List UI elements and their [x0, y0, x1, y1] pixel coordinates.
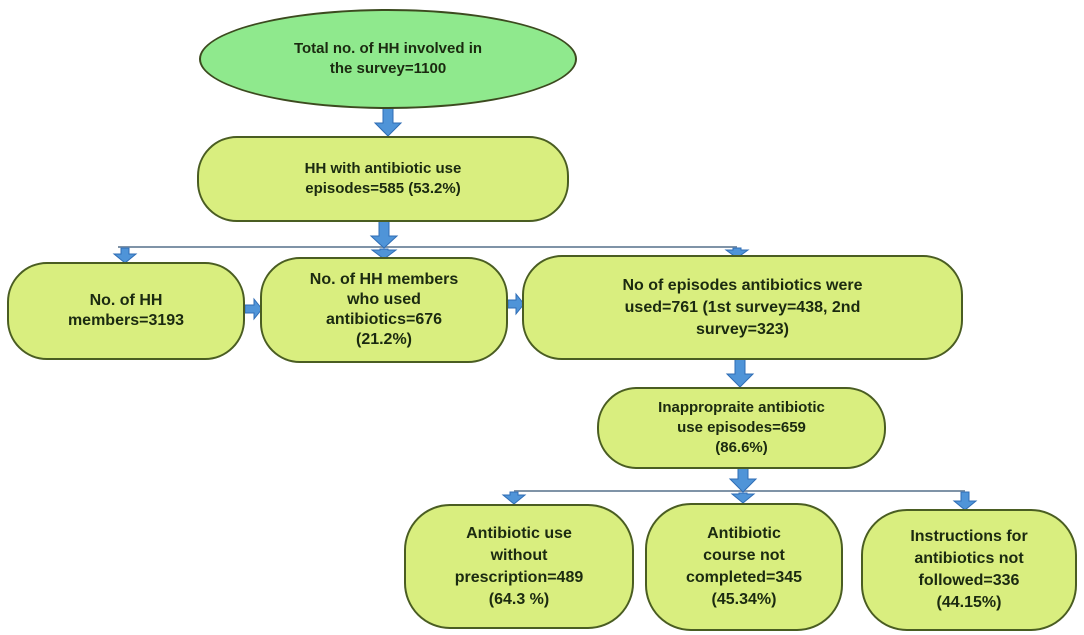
node-course-not-completed: Antibiotic course not completed=345 (45.… — [645, 503, 843, 631]
node-episodes-antibiotics-used: No of episodes antibiotics were used=761… — [522, 255, 963, 360]
arrow-hhabx-to-line-icon — [369, 220, 399, 249]
node-text-line: episodes=585 (53.2%) — [305, 180, 461, 197]
node-text-line: members=3193 — [67, 312, 185, 329]
arrow-episodes-to-inappropriate-icon — [725, 358, 755, 388]
node-hh-members: No. of HH members=3193 — [7, 262, 245, 360]
node-text-line: completed=345 — [685, 569, 803, 586]
arrow-line-to-noprescription-icon — [501, 491, 527, 505]
node-text-line: (45.34%) — [711, 591, 777, 608]
node-text-line: prescription=489 — [454, 568, 584, 586]
arrow-total-to-hhabx-icon — [373, 106, 403, 137]
node-inappropriate-use-episodes: Inappropraite antibiotic use episodes=65… — [597, 387, 886, 469]
arrow-line-to-notfollowed-icon — [952, 491, 978, 511]
node-text-line: without — [490, 546, 548, 564]
node-text-line: No. of HH members — [309, 271, 459, 288]
arrow-line-to-members-used-icon — [370, 248, 398, 260]
node-text-line: Antibiotic — [707, 525, 781, 542]
node-text-line: used=761 (1st survey=438, 2nd — [624, 298, 861, 316]
arrow-line-to-notcompleted-icon — [730, 492, 756, 504]
node-text-line: antibiotics not — [914, 550, 1024, 567]
arrow-used-to-episodes-icon — [507, 292, 525, 316]
node-text-line: Instructions for — [910, 528, 1028, 545]
node-text-line: (86.6%) — [715, 439, 768, 456]
arrow-inappropriate-to-line-icon — [728, 467, 758, 493]
node-total-households: Total no. of HH involved in the survey=1… — [199, 9, 577, 109]
arrow-line-to-members-icon — [112, 247, 138, 264]
node-text-line: who used — [347, 291, 421, 308]
node-text-line: antibiotics=676 — [325, 311, 443, 328]
node-text-line: the survey=1100 — [329, 60, 447, 77]
node-text-line: Antibiotic use — [466, 524, 572, 542]
node-text-line: course not — [703, 547, 785, 564]
node-hh-antibiotic-use: HH with antibiotic use episodes=585 (53.… — [197, 136, 569, 222]
node-text-line: followed=336 — [918, 572, 1020, 589]
node-text-line: (64.3 %) — [488, 590, 550, 608]
node-text-line: No. of HH — [89, 292, 163, 309]
node-text-line: No of episodes antibiotics were — [622, 276, 863, 294]
node-instructions-not-followed: Instructions for antibiotics not followe… — [861, 509, 1077, 631]
node-text-line: Total no. of HH involved in — [293, 40, 483, 57]
arrow-members-to-used-icon — [244, 297, 263, 321]
node-text-line: (21.2%) — [355, 331, 413, 348]
node-text-line: HH with antibiotic use — [304, 160, 462, 177]
arrow-line-to-episodes-icon — [724, 247, 750, 259]
node-text-line: survey=323) — [696, 320, 789, 338]
node-text-line: use episodes=659 — [677, 419, 806, 436]
node-text-line: Inappropraite antibiotic — [658, 399, 825, 416]
node-use-without-prescription: Antibiotic use without prescription=489 … — [404, 504, 634, 629]
node-text-line: (44.15%) — [936, 594, 1002, 611]
node-members-who-used-antibiotics: No. of HH members who used antibiotics=6… — [260, 257, 508, 363]
